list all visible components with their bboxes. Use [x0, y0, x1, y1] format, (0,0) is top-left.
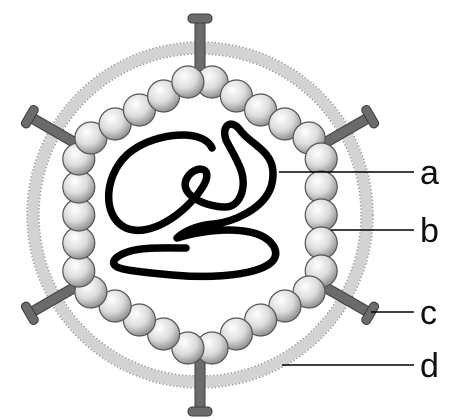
capsomere [63, 255, 95, 287]
capsomere [63, 171, 95, 203]
leader-lines [279, 172, 414, 365]
capsomere [305, 227, 337, 259]
capsomere [63, 199, 95, 231]
genome-strand [109, 124, 276, 276]
capsomere [305, 199, 337, 231]
label-a: a [420, 154, 439, 192]
label-c: c [420, 294, 437, 332]
capsomere [305, 143, 337, 175]
capsomere [172, 66, 204, 98]
capsomere [305, 171, 337, 203]
capsid [63, 66, 337, 364]
label-b: b [420, 212, 439, 250]
capsomere [63, 227, 95, 259]
label-d: d [420, 347, 439, 385]
